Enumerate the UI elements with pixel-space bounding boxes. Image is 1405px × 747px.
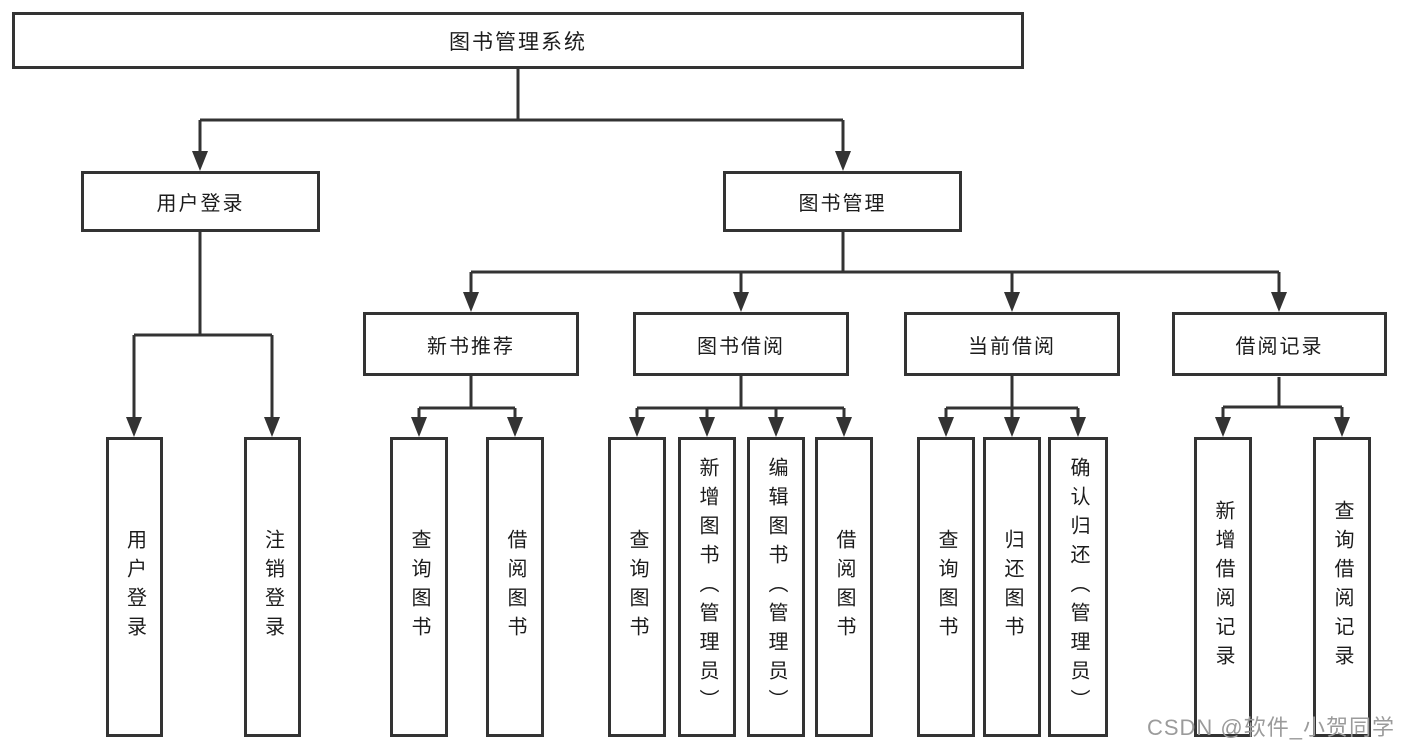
connector-mgmt-to-level3 xyxy=(463,232,1287,312)
node-add-books-admin: 新增图书（管理员） xyxy=(678,437,736,737)
node-query-borrow-record: 查询借阅记录 xyxy=(1313,437,1371,737)
node-query-books-borrow: 查询图书 xyxy=(608,437,666,737)
node-new-book-recommend: 新书推荐 xyxy=(363,312,579,376)
node-borrow-books: 借阅图书 xyxy=(815,437,873,737)
node-query-books-current: 查询图书 xyxy=(917,437,975,737)
node-root: 图书管理系统 xyxy=(12,12,1024,69)
node-confirm-return-admin: 确认归还（管理员） xyxy=(1048,437,1108,737)
connector-login-to-children xyxy=(126,232,280,437)
node-add-borrow-record: 新增借阅记录 xyxy=(1194,437,1252,737)
csdn-watermark: CSDN @软件_小贺同学 xyxy=(1146,715,1395,740)
connector-borrow-to-children xyxy=(629,376,852,437)
node-borrow-books-recommend: 借阅图书 xyxy=(486,437,544,737)
node-query-books-recommend: 查询图书 xyxy=(390,437,448,737)
node-return-books: 归还图书 xyxy=(983,437,1041,737)
node-user-login: 用户登录 xyxy=(106,437,163,737)
node-logout: 注销登录 xyxy=(244,437,301,737)
connector-root-to-level2 xyxy=(192,69,851,171)
connector-records-to-children xyxy=(1215,377,1350,437)
connector-current-to-children xyxy=(938,376,1086,437)
connector-newbooks-to-children xyxy=(411,376,523,437)
node-edit-books-admin: 编辑图书（管理员） xyxy=(747,437,805,737)
node-borrow-records: 借阅记录 xyxy=(1172,312,1387,376)
node-user-login-branch: 用户登录 xyxy=(81,171,320,232)
node-book-mgmt-branch: 图书管理 xyxy=(723,171,962,232)
node-book-borrow: 图书借阅 xyxy=(633,312,849,376)
node-current-borrow: 当前借阅 xyxy=(904,312,1120,376)
